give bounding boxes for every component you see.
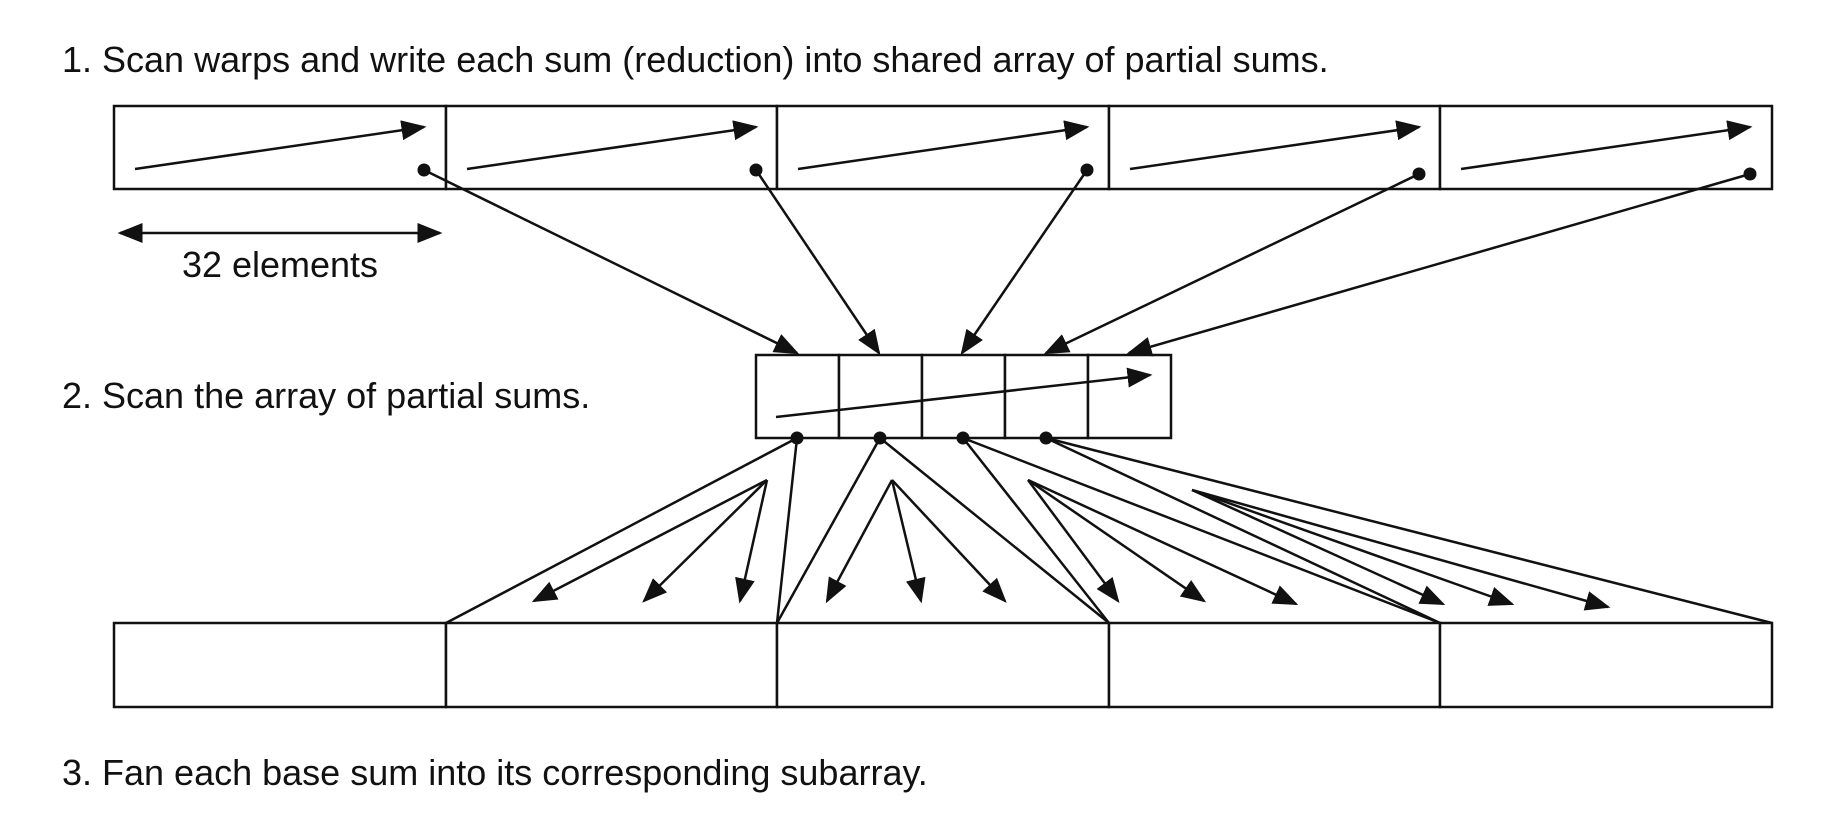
dimension-label: 32 elements	[182, 244, 378, 285]
step1-label: 1. Scan warps and write each sum (reduct…	[62, 39, 1329, 80]
fan-funnel-4-right	[1045, 436, 1773, 625]
step2-label: 2. Scan the array of partial sums.	[62, 375, 590, 416]
partial-sum-cell-5	[1086, 353, 1173, 440]
warp-scan-arrow-1	[134, 120, 427, 171]
fan-arrow-4b	[1191, 488, 1515, 606]
fan-arrow-4a	[1191, 488, 1446, 606]
warp-scan-arrow-2	[466, 120, 759, 171]
partial-sum-cell-1	[754, 353, 841, 440]
warp-scan-arrow-3	[797, 120, 1090, 171]
subarray-cell-1	[112, 621, 448, 709]
fan-funnel-2-left	[775, 437, 882, 624]
fan-arrow-3a	[1026, 479, 1120, 604]
fan-funnel-3-right	[962, 436, 1441, 625]
reduction-arrow-2	[754, 169, 881, 356]
fan-arrow-1c	[735, 479, 769, 604]
subarray-cell-3	[775, 621, 1111, 709]
reduction-arrow-1	[423, 168, 800, 355]
output-array	[112, 621, 1774, 709]
subarray-cell-5	[1438, 621, 1774, 709]
warp-scan-arrows	[134, 120, 1753, 171]
fan-arrow-1a	[531, 478, 768, 603]
fan-arrow-4c	[1191, 488, 1611, 611]
reduction-arrow-4	[1043, 172, 1420, 355]
fan-arrows	[531, 478, 1611, 611]
fan-arrow-3b	[1027, 478, 1207, 603]
reduction-arrow-3	[960, 169, 1089, 356]
fan-funnels	[445, 436, 1773, 625]
warp-scan-arrow-5	[1460, 120, 1753, 171]
fan-funnel-3-left	[962, 437, 1110, 624]
fan-funnel-1-left	[445, 436, 798, 625]
subarray-cell-4	[1107, 621, 1442, 709]
fan-arrow-2c	[891, 479, 1007, 603]
partial-sum-cell-2	[837, 353, 924, 440]
fan-funnel-2-right	[879, 437, 1110, 624]
fan-arrow-1b	[642, 479, 768, 603]
fan-arrow-2a	[825, 479, 894, 604]
fan-funnel-1-right	[775, 437, 799, 624]
fan-funnel-4-left	[1045, 436, 1441, 625]
fan-arrow-2b	[890, 479, 926, 604]
warp-scan-arrow-4	[1129, 120, 1422, 171]
partial-sum-cell-4	[1003, 353, 1090, 440]
subarray-cell-2	[444, 621, 779, 709]
fan-arrow-3c	[1027, 478, 1299, 606]
partial-sums-scan-arrow	[775, 367, 1153, 419]
reduction-arrows	[417, 163, 1757, 357]
reduction-arrow-5	[1126, 172, 1751, 357]
dimension-indicator: 32 elements	[117, 223, 443, 285]
step3-label: 3. Fan each base sum into its correspond…	[62, 752, 928, 793]
partial-sums-array	[754, 353, 1173, 440]
